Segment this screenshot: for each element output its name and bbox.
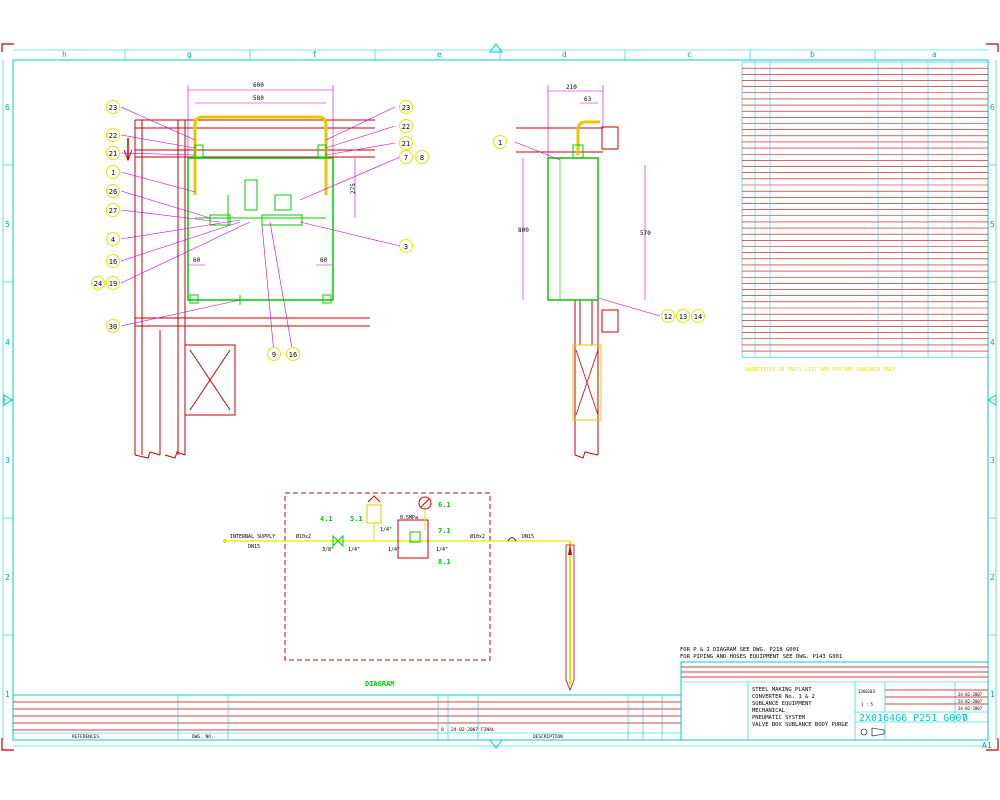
pipe-size: Ø10x2 — [296, 533, 311, 540]
row-label: 1 — [5, 690, 10, 699]
row-label: 4 — [5, 338, 10, 347]
balloon: 14 — [694, 313, 702, 321]
size-label: 1/4" — [348, 547, 360, 553]
col-label: c — [687, 50, 692, 59]
sheet-size: A1 — [982, 741, 992, 750]
dim-right-margin: 60 — [320, 257, 328, 264]
balloon: 16 — [289, 351, 297, 359]
balloon: 19 — [109, 280, 117, 288]
setpoint: 0.5MPa — [400, 515, 418, 521]
balloon: 27 — [109, 207, 117, 215]
col-label: a — [932, 50, 937, 59]
balloon: 21 — [402, 140, 410, 148]
instrument-tag: 5.1 — [350, 515, 363, 523]
col-label: e — [437, 50, 442, 59]
balloon: 24 — [94, 280, 102, 288]
balloon: 23 — [402, 104, 410, 112]
scale: 1 : 5 — [861, 702, 874, 707]
draw-date: 24-02-2007 — [958, 706, 983, 711]
row-label: 3 — [990, 456, 995, 465]
front-view: 600 580 275 60 60 — [91, 82, 429, 459]
row-label: 5 — [5, 220, 10, 229]
inlet-label: INTERNAL SUPPLY — [230, 534, 275, 540]
dim-inner-width: 580 — [253, 95, 264, 102]
balloon: 30 — [109, 323, 117, 331]
dim-height: 275 — [350, 183, 357, 194]
dim-outer-width: 600 — [253, 82, 264, 89]
size-label: 3/8" — [322, 547, 334, 553]
col-label: d — [562, 50, 567, 59]
bom-footer: QUANTITIES IN PARTS LIST ARE FOR ONE SUB… — [745, 367, 896, 373]
dim-height2: 570 — [640, 230, 651, 237]
pneumatic-diagram: INTERNAL SUPPLY DN15 Ø10x2 3/8" 1/4" 1/4… — [223, 492, 575, 692]
rev-number: 0 — [441, 727, 444, 733]
balloon: 1 — [111, 169, 115, 177]
instrument-tag: 6.1 — [438, 501, 451, 509]
description-label: DESCRIPTION — [533, 734, 563, 740]
outlet-dn: DN15 — [522, 534, 534, 540]
instrument-tag: 4.1 — [320, 515, 333, 523]
outlet-pipe: Ø10x2 — [470, 533, 485, 540]
rev-description: FINAL — [481, 727, 495, 733]
instrument-tag: 7.1 — [438, 527, 451, 535]
title-block: STEEL MAKING PLANT CONVERTER No. 1 & 2 S… — [680, 661, 989, 741]
balloon: 26 — [109, 188, 117, 196]
title-line-5: PNEUMATIC SYSTEM — [752, 715, 806, 721]
note-pid: FOR P & I DIAGRAM SEE DWG. P218 G001 — [680, 647, 799, 653]
balloon: 13 — [679, 313, 687, 321]
col-label: b — [810, 50, 815, 59]
parts-list — [741, 61, 989, 358]
dim-left-margin: 60 — [193, 257, 201, 264]
draw-date: 24-02-2007 — [958, 692, 983, 697]
row-label: 2 — [990, 573, 995, 582]
col-label: g — [187, 50, 192, 59]
size-label: 1/4" — [380, 527, 392, 533]
balloon: 16 — [109, 258, 117, 266]
balloon: 22 — [402, 123, 410, 131]
balloon: 9 — [272, 351, 276, 359]
balloon: 7 — [404, 154, 408, 162]
row-label: 2 — [5, 573, 10, 582]
row-label: 1 — [990, 690, 995, 699]
instrument-tag: 8.1 — [438, 558, 451, 566]
row-label: 6 — [5, 103, 10, 112]
title-line-4: MECHANICAL — [752, 708, 786, 714]
balloon: 12 — [664, 313, 672, 321]
dim-height: 800 — [518, 227, 529, 234]
title-line-6: VALVE BOX SUBLANCE BODY PURGE — [752, 722, 848, 728]
revision-number: 0 — [962, 713, 968, 724]
dwg-no-label: DWG. NO. — [192, 734, 214, 740]
order-number: 3360103 — [858, 689, 875, 694]
row-label: 4 — [990, 338, 995, 347]
row-label: 3 — [5, 456, 10, 465]
note-piping: FOR PIPING AND HOSES EQUIPMENT SEE DWG. … — [680, 654, 842, 660]
balloon: 22 — [109, 132, 117, 140]
draw-date: 24-02-2007 — [958, 699, 983, 704]
balloon: 3 — [404, 243, 408, 251]
title-line-3: SUBLANCE EQUIPMENT — [752, 701, 812, 707]
side-view: 210 63 800 570 1 12 13 14 — [493, 84, 705, 459]
size-label: 1/4" — [436, 547, 448, 553]
dim-offset: 63 — [584, 96, 592, 103]
rev-date: 24-02-2007 — [451, 727, 478, 733]
title-line-2: CONVERTER No. 1 & 2 — [752, 694, 815, 700]
inlet-dn: DN15 — [248, 544, 260, 550]
balloon: 1 — [498, 139, 502, 147]
balloon: 8 — [420, 154, 424, 162]
size-label: 1/4" — [388, 547, 400, 553]
row-label: 5 — [990, 220, 995, 229]
balloon: 21 — [109, 150, 117, 158]
balloon: 23 — [109, 104, 117, 112]
col-label: f — [312, 50, 317, 59]
diagram-title: DIAGRAM — [365, 680, 395, 688]
project-name: STEEL MAKING PLANT — [752, 687, 812, 693]
dim-depth: 210 — [566, 84, 577, 91]
balloon: 4 — [111, 236, 115, 244]
col-label: h — [62, 50, 67, 59]
references-label: REFERENCES — [72, 734, 99, 740]
revision-block: REFERENCES DWG. NO. DESCRIPTION 0 24-02-… — [12, 694, 682, 741]
row-label: 6 — [990, 103, 995, 112]
drawing-number: 2X0164G6 P251 G007 — [859, 713, 967, 724]
